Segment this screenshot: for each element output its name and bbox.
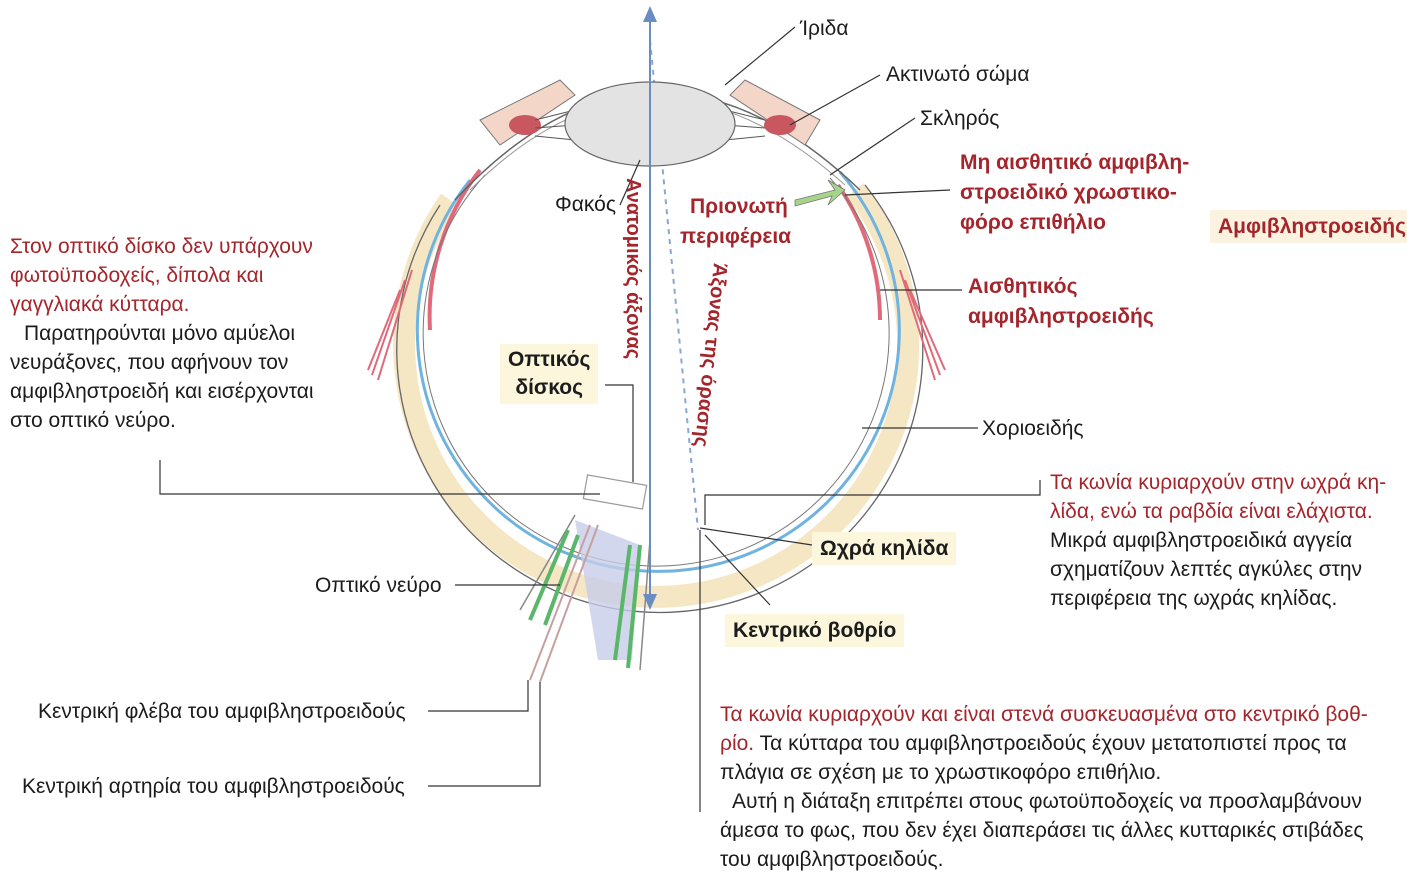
- label-optic-disc: Οπτικός δίσκος: [500, 344, 598, 404]
- label-sensory-2: αμφιβληστροειδής: [968, 302, 1154, 331]
- leader-optic-disc-box: [605, 385, 633, 482]
- label-retina-header: Αμφιβληστροειδής: [1210, 210, 1407, 243]
- leader-central-vein: [428, 680, 528, 711]
- leader-optic-disc-note: [160, 460, 600, 494]
- label-ora-serrata-1: Πριονωτή: [690, 192, 788, 221]
- note-fovea-black-3: πλάγια σε σχέση με το χρωστικοφόρο επιθή…: [720, 758, 1368, 787]
- label-central-vein: Κεντρική φλέβα του αμφιβληστροειδούς: [38, 697, 406, 726]
- leader-iris: [725, 27, 795, 85]
- note-fovea-black-5: άμεσα το φως, που δεν έχει διαπεράσει τι…: [720, 816, 1368, 845]
- note-macula-black-2: σχηματίζουν λεπτές αγκύλες στην: [1050, 555, 1386, 584]
- label-lens: Φακός: [555, 190, 616, 219]
- note-macula-black-1: Μικρά αμφιβληστροειδικά αγγεία: [1050, 526, 1386, 555]
- label-optic-disc-1: Οπτικός: [508, 346, 590, 374]
- label-choroid: Χοριοειδής: [982, 414, 1084, 443]
- label-non-sensory-2: στροειδικό χρωστικο-: [960, 178, 1177, 207]
- optic-disc-box: [583, 475, 646, 509]
- note-optic-disc: Στον οπτικό δίσκο δεν υπάρχουν φωτοϋποδο…: [10, 232, 314, 435]
- note-fovea: Τα κωνία κυριαρχούν και είναι στενά συσκ…: [720, 700, 1368, 874]
- note-optic-disc-black-4: στο οπτικό νεύρο.: [10, 406, 314, 435]
- label-optic-disc-2: δίσκος: [508, 374, 590, 402]
- note-fovea-red-2: ρίο.: [720, 732, 754, 755]
- iris-left: [480, 80, 575, 145]
- ciliary-body-left: [509, 115, 541, 135]
- anatomical-axis-arrow-top: [643, 6, 657, 22]
- note-macula-black-3: περιφέρεια της ωχράς κηλίδας.: [1050, 584, 1386, 613]
- label-fovea: Κεντρικό βοθρίο: [725, 614, 904, 647]
- label-sensory-1: Αισθητικός: [968, 272, 1078, 301]
- note-macula-red-2: λίδα, ενώ τα ραβδία είναι ελάχιστα.: [1050, 497, 1386, 526]
- note-fovea-line-2: ρίο. Τα κύτταρα του αμφιβληστροειδούς έχ…: [720, 729, 1368, 758]
- note-optic-disc-red-1: Στον οπτικό δίσκο δεν υπάρχουν: [10, 232, 314, 261]
- choroid-layer: [417, 172, 899, 571]
- note-optic-disc-red-2: φωτοϋποδοχείς, δίπολα και: [10, 261, 314, 290]
- note-fovea-black-4: Αυτή η διάταξη επιτρέπει στους φωτοϋποδο…: [720, 787, 1368, 816]
- note-optic-disc-black-2: νευράξονες, που αφήνουν τον: [10, 348, 314, 377]
- label-ciliary-body: Ακτινωτό σώμα: [886, 60, 1029, 89]
- note-fovea-red-1: Τα κωνία κυριαρχούν και είναι στενά συσκ…: [720, 700, 1368, 729]
- note-fovea-black-6: του αμφιβληστροειδούς.: [720, 845, 1368, 874]
- label-ora-serrata-2: περιφέρεια: [680, 222, 791, 251]
- leader-ciliary: [790, 75, 880, 125]
- label-optic-nerve: Οπτικό νεύρο: [315, 571, 442, 600]
- note-optic-disc-red-3: γαγγλιακά κύτταρα.: [10, 290, 314, 319]
- note-macula: Τα κωνία κυριαρχούν στην ωχρά κη- λίδα, …: [1050, 468, 1386, 613]
- label-iris: Ίριδα: [800, 14, 849, 43]
- note-fovea-black-2: Τα κύτταρα του αμφιβληστροειδούς έχουν μ…: [754, 732, 1347, 755]
- leader-sclera: [830, 118, 915, 175]
- label-central-artery: Κεντρική αρτηρία του αμφιβληστροειδούς: [22, 772, 405, 801]
- label-non-sensory-1: Μη αισθητικό αμφιβλη-: [960, 148, 1189, 177]
- note-optic-disc-black-3: αμφιβληστροειδή και εισέρχονται: [10, 377, 314, 406]
- iris-right: [730, 80, 820, 145]
- label-macula: Ωχρά κηλίδα: [812, 532, 956, 565]
- note-macula-red-1: Τα κωνία κυριαρχούν στην ωχρά κη-: [1050, 468, 1386, 497]
- note-optic-disc-black-1: Παρατηρούνται μόνο αμύελοι: [10, 319, 314, 348]
- label-anatomical-axis: Ανατομικός άξονας: [621, 178, 644, 359]
- label-non-sensory-3: φόρο επιθήλιο: [960, 208, 1106, 237]
- label-sclera: Σκληρός: [920, 104, 999, 133]
- ora-serrata-arrow: [795, 180, 845, 206]
- retina-left: [430, 170, 480, 330]
- leader-central-artery: [428, 682, 540, 786]
